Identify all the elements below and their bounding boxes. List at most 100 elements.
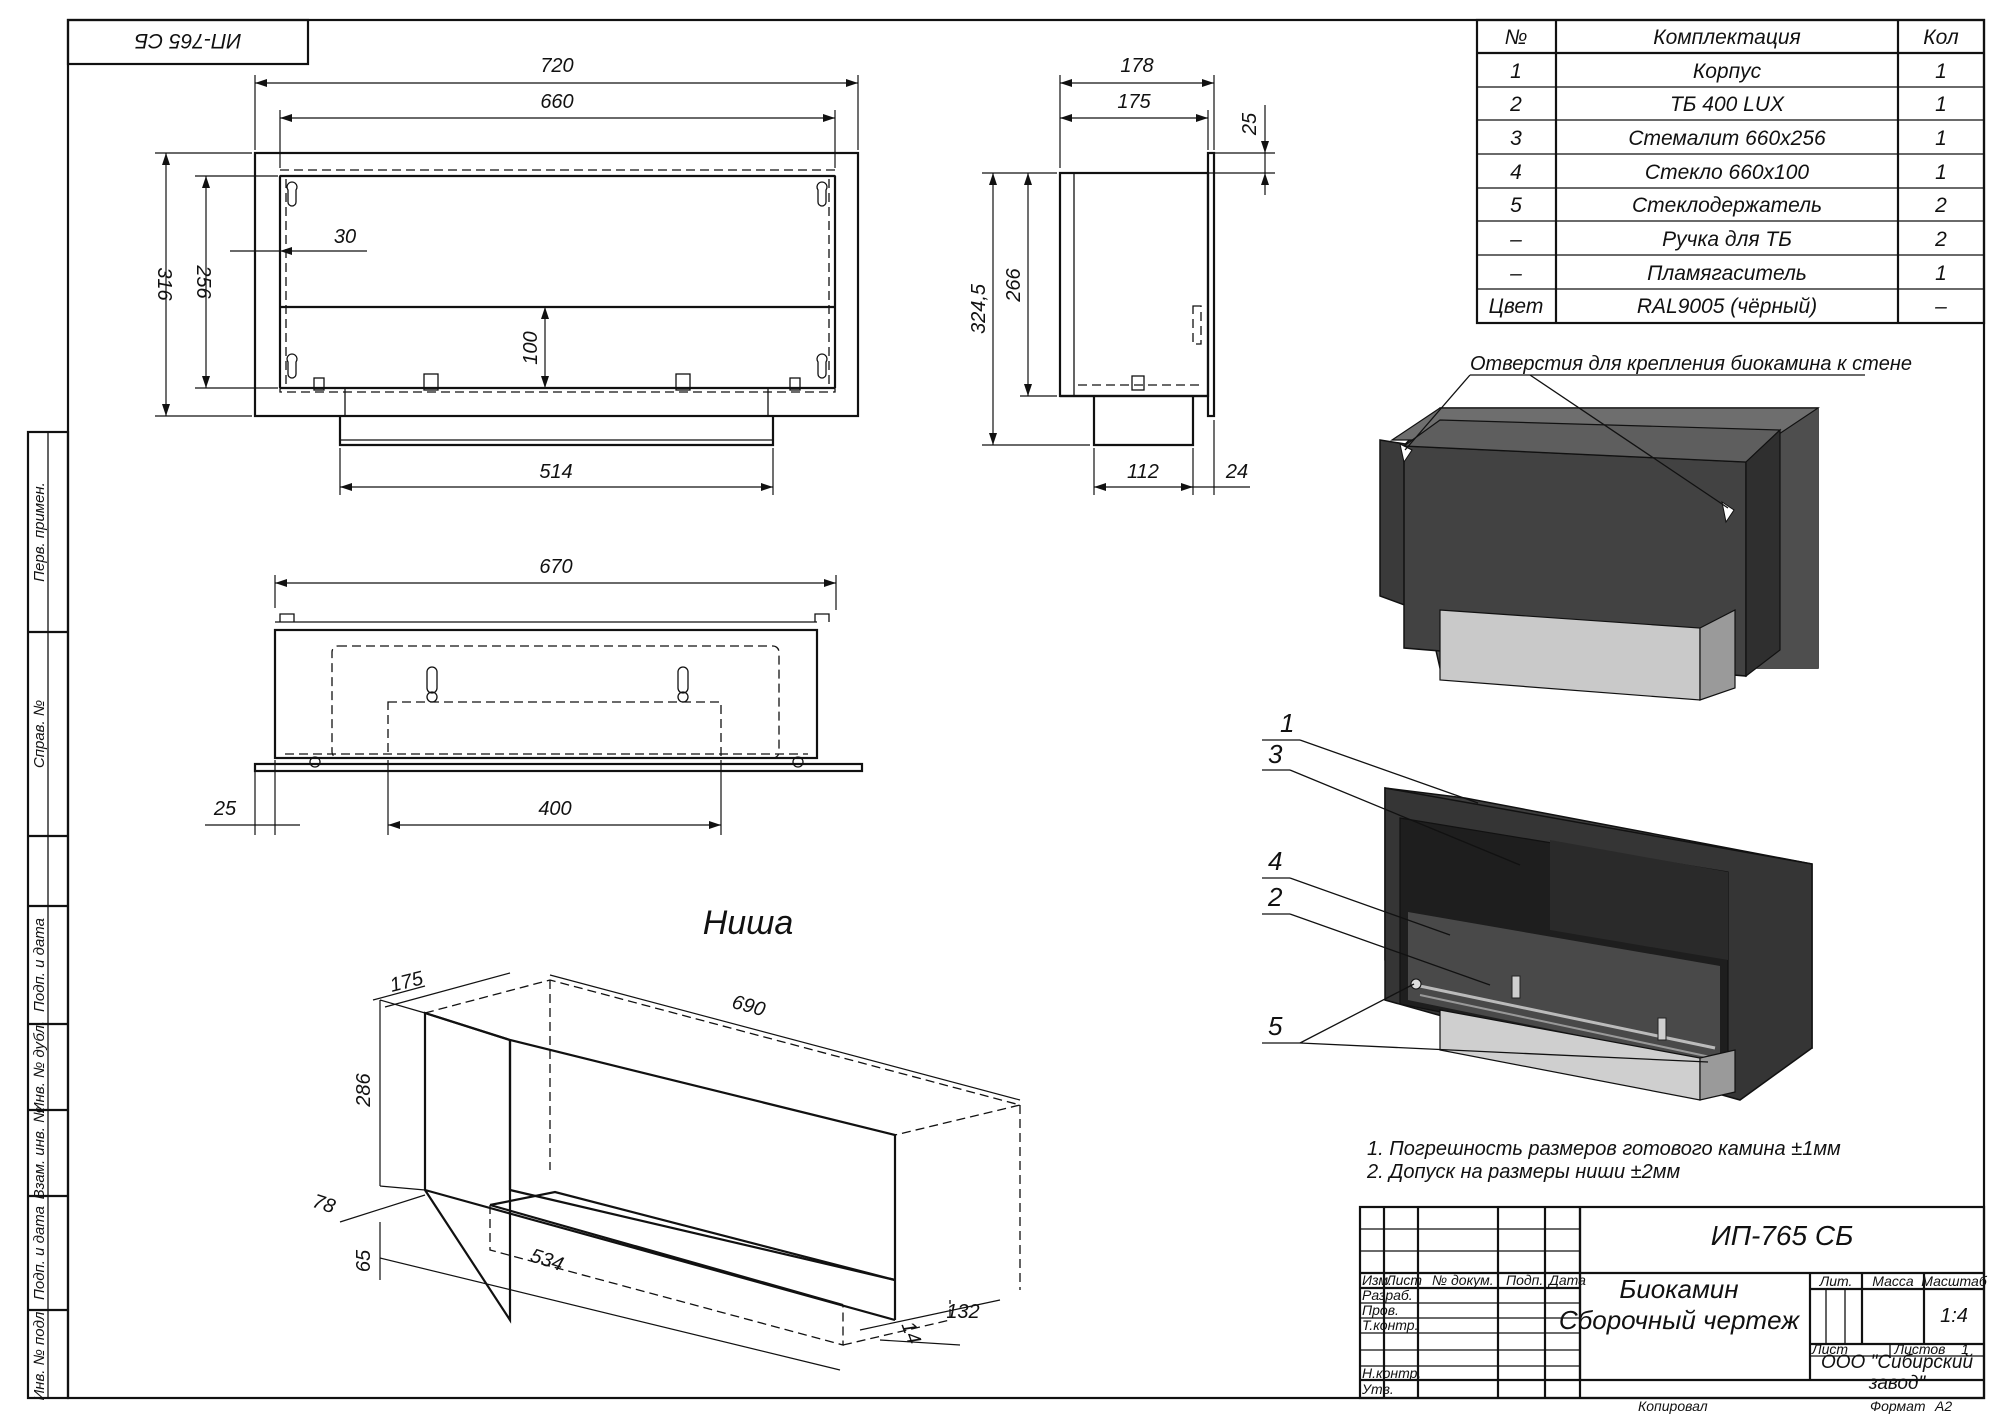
callout-5: 5 xyxy=(1268,1011,1283,1041)
title-row-razrab: Разраб. xyxy=(1362,1287,1413,1303)
dim-514: 514 xyxy=(539,461,572,483)
side-dim-25: 25 xyxy=(1239,112,1261,136)
title-kopiroval: Копировал xyxy=(1638,1398,1708,1414)
title-col-list: Лист xyxy=(1385,1272,1422,1288)
note-2: 2. Допуск на размеры ниши ±2мм xyxy=(1366,1161,1680,1183)
spec-row-8-num: Цвет xyxy=(1489,295,1544,318)
niche-dim-286: 286 xyxy=(353,1072,375,1107)
title-company-1: ООО "Сибирский xyxy=(1821,1352,1974,1373)
title-company-2: завод" xyxy=(1868,1373,1927,1394)
callout-1: 1 xyxy=(1280,708,1294,738)
front-frame xyxy=(253,151,860,418)
title-massa: Масса xyxy=(1872,1273,1914,1289)
niche-title: Ниша xyxy=(703,904,794,942)
niche-dim-690: 690 xyxy=(730,991,768,1021)
side-view: 178 175 25 324,5 266 112 24 xyxy=(968,55,1275,495)
side-body xyxy=(1058,171,1210,398)
strip-vzam-inv: Взам. инв. № xyxy=(31,1107,48,1200)
dim-316: 316 xyxy=(153,267,175,301)
spec-table: № Комплектация Кол 1 Корпус 1 2 ТБ 400 L… xyxy=(1475,18,1986,325)
spec-row-4-name: Стекло 660x100 xyxy=(1645,161,1810,184)
niche-dim-175: 175 xyxy=(388,967,427,997)
title-listov: Листов xyxy=(1894,1341,1946,1357)
title-row-tkontr: Т.контр. xyxy=(1362,1317,1418,1333)
spec-header-name: Комплектация xyxy=(1653,26,1801,49)
spec-header-qty: Кол xyxy=(1923,26,1959,49)
spec-row-5-num: 5 xyxy=(1510,194,1522,217)
top-view: 670 25 400 xyxy=(205,556,864,835)
spec-row-7-num: – xyxy=(1509,262,1522,285)
front-view: 720 660 316 256 30 100 514 xyxy=(153,55,860,495)
title-listov-n: 1 xyxy=(1961,1341,1969,1357)
side-dim-175: 175 xyxy=(1117,91,1151,113)
strip-sprav: Справ. № xyxy=(31,700,48,768)
title-format-val: А2 xyxy=(1934,1398,1952,1414)
callout-4: 4 xyxy=(1268,846,1282,876)
spec-row-3-num: 3 xyxy=(1510,127,1522,150)
top-stamp-text: ИП-765 СБ xyxy=(135,29,242,52)
strip-inv-dubl: Инв. № дубл. xyxy=(31,1021,48,1113)
spec-row-1-name: Корпус xyxy=(1693,60,1762,83)
dim-30: 30 xyxy=(334,226,356,248)
note-1: 1. Погрешность размеров готового камина … xyxy=(1367,1138,1841,1160)
title-row-prov: Пров. xyxy=(1362,1302,1399,1318)
spec-row-8-qty: – xyxy=(1934,295,1947,318)
strip-podp-data-2: Подп. и дата xyxy=(31,1206,48,1300)
spec-row-7-name: Пламягаситель xyxy=(1647,262,1807,285)
dim-256: 256 xyxy=(192,264,214,299)
niche-dim-132: 132 xyxy=(946,1301,979,1323)
spec-row-2-qty: 1 xyxy=(1935,93,1947,116)
top-body xyxy=(273,628,819,760)
strip-podp-data-1: Подп. и дата xyxy=(31,918,48,1012)
strip-perv-primen: Перв. примен. xyxy=(31,482,48,582)
spec-row-4-qty: 1 xyxy=(1935,161,1947,184)
dim-660: 660 xyxy=(540,91,573,113)
notes: 1. Погрешность размеров готового камина … xyxy=(1366,1138,1841,1183)
spec-row-6-qty: 2 xyxy=(1934,228,1947,251)
spec-row-3-qty: 1 xyxy=(1935,127,1947,150)
niche-dim-534: 534 xyxy=(528,1245,567,1276)
title-list: Лист xyxy=(1811,1341,1848,1357)
title-name-1: Биокамин xyxy=(1619,1274,1738,1304)
render-front: 1 3 4 2 5 xyxy=(1262,708,1813,1101)
title-row-utv: Утв. xyxy=(1361,1381,1394,1397)
spec-row-1-qty: 1 xyxy=(1935,60,1947,83)
title-code: ИП-765 СБ xyxy=(1711,1220,1854,1251)
spec-header-num: № xyxy=(1505,26,1528,49)
spec-row-1-num: 1 xyxy=(1510,60,1522,83)
title-lit: Лит. xyxy=(1819,1273,1853,1289)
side-dim-266: 266 xyxy=(1003,267,1025,302)
spec-row-2-name: ТБ 400 LUX xyxy=(1670,93,1785,116)
callout-2: 2 xyxy=(1267,882,1283,912)
title-col-izm: Изм. xyxy=(1362,1272,1392,1288)
side-dim-24: 24 xyxy=(1225,461,1248,483)
dim-720: 720 xyxy=(540,55,573,77)
spec-row-3-name: Стемалит 660x256 xyxy=(1628,127,1826,150)
spec-row-4-num: 4 xyxy=(1510,161,1522,184)
spec-row-2-num: 2 xyxy=(1509,93,1522,116)
title-name-2: Сборочный чертеж xyxy=(1559,1305,1800,1335)
side-dim-324: 324,5 xyxy=(968,283,990,334)
side-dim-112: 112 xyxy=(1127,461,1159,483)
spec-row-5-name: Стеклодержатель xyxy=(1632,194,1822,217)
title-scale: 1:4 xyxy=(1940,1305,1968,1327)
side-dim-178: 178 xyxy=(1120,55,1153,77)
title-format: Формат xyxy=(1870,1398,1926,1414)
niche-dim-78: 78 xyxy=(310,1190,338,1218)
title-block: ИП-765 СБ Биокамин Сборочный чертеж Лит.… xyxy=(1358,1205,1988,1414)
spec-row-8-name: RAL9005 (чёрный) xyxy=(1637,295,1817,318)
strip-inv-podl: Инв. № подл. xyxy=(31,1307,48,1400)
title-col-doc: № докум. xyxy=(1432,1272,1494,1288)
spec-row-7-qty: 1 xyxy=(1935,262,1947,285)
render-back: Отверстия для крепления биокамина к стен… xyxy=(1379,353,1912,701)
mounting-note: Отверстия для крепления биокамина к стен… xyxy=(1470,353,1912,375)
top-stamp: ИП-765 СБ xyxy=(66,18,310,66)
callout-3: 3 xyxy=(1268,739,1283,769)
title-row-nkontr: Н.контр. xyxy=(1362,1365,1421,1381)
spec-row-6-num: – xyxy=(1509,228,1522,251)
side-strip: Перв. примен. Справ. № Подп. и дата Инв.… xyxy=(26,430,70,1401)
niche-view: Ниша 175 690 286 78 65 534 132 xyxy=(310,904,1021,1371)
top-dim-400: 400 xyxy=(538,798,571,820)
